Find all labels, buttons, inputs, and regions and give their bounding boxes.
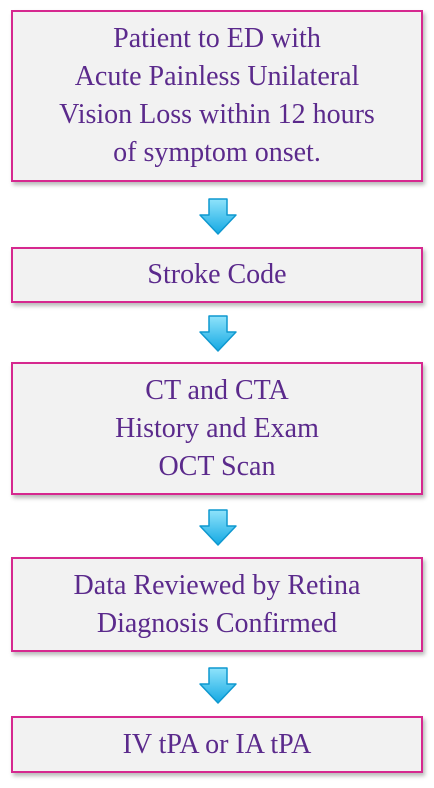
step-1-line-2: Acute Painless Unilateral: [74, 61, 360, 92]
step-5-line-1: IV tPA or IA tPA: [122, 728, 312, 760]
step-3-line-2: History and Exam: [115, 412, 319, 444]
step-1-patient-to-ed: Patient to ED with Acute Painless Unilat…: [11, 10, 423, 182]
step-1-line-3: Vision Loss within 12 hours: [59, 99, 375, 130]
down-arrow-icon: [199, 667, 237, 704]
down-arrow-icon: [199, 509, 237, 546]
step-2-stroke-code: Stroke Code: [11, 247, 423, 303]
step-4-line-1: Data Reviewed by Retina: [73, 569, 361, 601]
step-1-line-4: of symptom onset.: [113, 137, 321, 168]
step-3-imaging-exam: CT and CTA History and Exam OCT Scan: [11, 362, 423, 495]
step-1-line-1: Patient to ED with: [113, 23, 321, 54]
down-arrow-icon: [199, 198, 237, 235]
down-arrow-icon: [199, 315, 237, 352]
step-3-line-1: CT and CTA: [145, 374, 289, 406]
step-2-line-1: Stroke Code: [147, 259, 287, 290]
step-4-line-2: Diagnosis Confirmed: [96, 607, 338, 639]
step-4-retina-review: Data Reviewed by Retina Diagnosis Confir…: [11, 557, 423, 652]
step-5-tpa-treatment: IV tPA or IA tPA: [11, 716, 423, 773]
step-3-line-3: OCT Scan: [158, 450, 276, 482]
